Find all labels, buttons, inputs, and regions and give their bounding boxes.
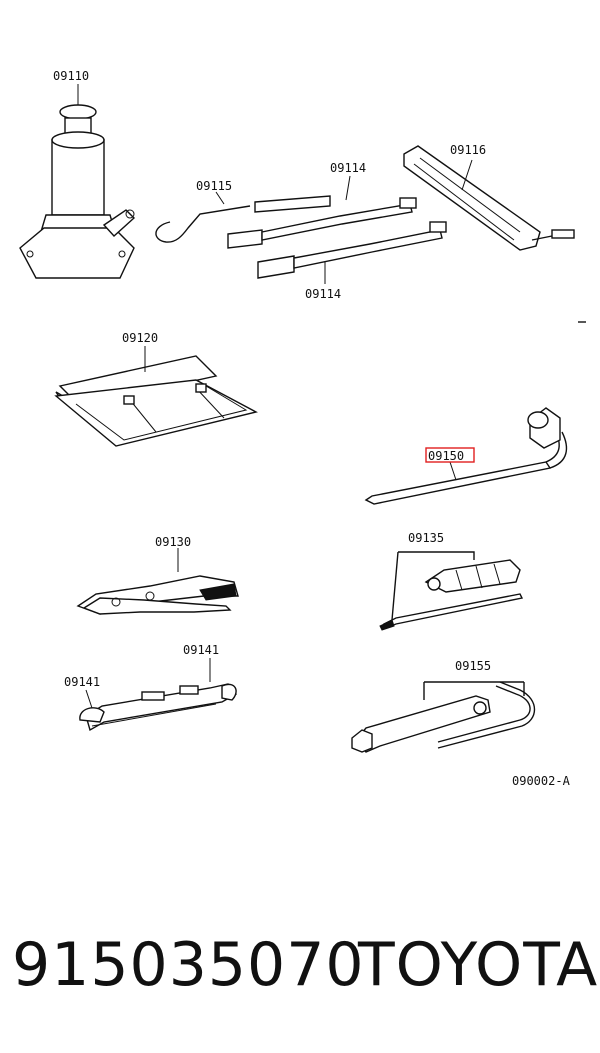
jack-handle-lower-drawing — [257, 221, 447, 284]
jack-handle-upper-drawing — [227, 175, 417, 249]
label-jack: 09110 — [53, 69, 89, 83]
label-handle-hook: 09115 — [196, 179, 232, 193]
label-tool-bag: 09120 — [122, 331, 158, 345]
part-number: 915035070 — [12, 930, 365, 1000]
jack-handle-hook-drawing — [155, 191, 251, 243]
jack-drawing — [19, 84, 136, 279]
label-handle-lower: 09114 — [305, 287, 341, 301]
parts-diagram: 09110 09115 09114 09114 09116 — [19, 69, 586, 788]
label-pliers: 09130 — [155, 535, 191, 549]
label-screwdriver: 09135 — [408, 531, 444, 545]
brand-name: TOYOTA — [358, 930, 599, 1000]
footer: 915035070 TOYOTA — [0, 930, 600, 1010]
tool-bag-drawing — [54, 346, 258, 447]
wheel-wrench-highlight-box — [425, 447, 475, 463]
figure-code: 090002-A — [512, 774, 571, 788]
label-wheel-wrench: 09150 — [428, 449, 464, 463]
label-wrench-left: 09141 — [64, 675, 100, 689]
wheel-wrench-drawing — [364, 407, 568, 505]
label-plug-wrench: 09155 — [455, 659, 491, 673]
screwdriver-drawing — [379, 551, 524, 631]
label-wrench-right: 09141 — [183, 643, 219, 657]
open-end-wrenches-drawing — [79, 658, 238, 732]
label-handle-upper: 09114 — [330, 161, 366, 175]
pliers-drawing — [76, 548, 239, 615]
label-bar-wrench: 09116 — [450, 143, 486, 157]
bar-wrench-drawing — [403, 145, 575, 251]
plug-wrench-drawing — [351, 681, 536, 753]
